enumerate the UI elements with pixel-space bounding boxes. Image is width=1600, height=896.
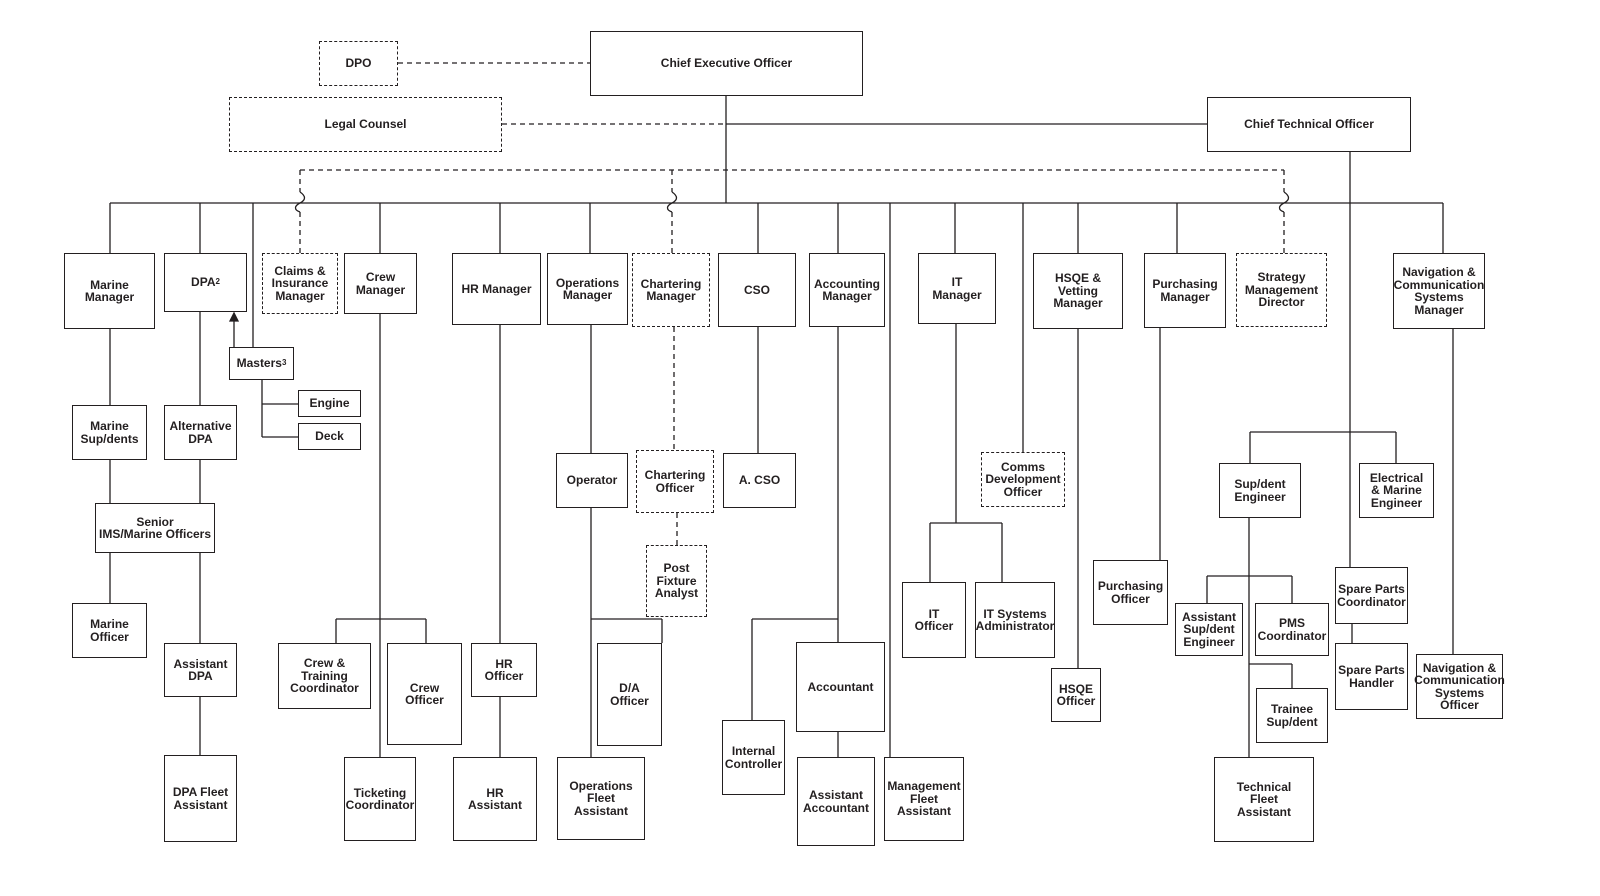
node-crew-officer: Crew Officer: [387, 643, 462, 745]
node-hsqe-officer: HSQE Officer: [1051, 668, 1101, 722]
node-hr-assistant: HR Assistant: [453, 757, 537, 841]
node-operations-manager: Operations Manager: [547, 253, 628, 325]
node-crew-manager: Crew Manager: [344, 253, 417, 314]
node-it-systems-administrator: IT Systems Administrator: [975, 582, 1055, 658]
node-spare-parts-coordinator: Spare Parts Coordinator: [1335, 567, 1408, 624]
masters-label: Masters: [236, 356, 282, 371]
node-trainee-supdent: Trainee Sup/dent: [1256, 688, 1328, 743]
node-dpo: DPO: [319, 41, 398, 86]
node-engine: Engine: [298, 390, 361, 417]
node-nav-comm-systems-manager: Navigation & Communication Systems Manag…: [1393, 253, 1485, 329]
node-assistant-dpa: Assistant DPA: [164, 643, 237, 697]
node-dpa-fleet-assistant: DPA Fleet Assistant: [164, 755, 237, 842]
node-post-fixture-analyst: Post Fixture Analyst: [646, 545, 707, 617]
node-operations-fleet-assistant: Operations Fleet Assistant: [557, 757, 645, 840]
node-cso: CSO: [718, 253, 796, 327]
node-it-officer: IT Officer: [902, 582, 966, 658]
node-ticketing-coordinator: Ticketing Coordinator: [344, 757, 416, 841]
node-ceo: Chief Executive Officer: [590, 31, 863, 96]
node-marine-officer: Marine Officer: [72, 603, 147, 658]
node-cto: Chief Technical Officer: [1207, 97, 1411, 152]
node-purchasing-officer: Purchasing Officer: [1093, 560, 1168, 625]
node-hr-officer: HR Officer: [471, 643, 537, 697]
node-comms-development-officer: Comms Development Officer: [981, 452, 1065, 507]
node-supdent-engineer: Sup/dent Engineer: [1219, 463, 1301, 518]
node-nav-comm-systems-officer: Navigation & Communication Systems Offic…: [1414, 654, 1505, 719]
node-accountant: Accountant: [796, 642, 885, 732]
node-deck: Deck: [298, 423, 361, 450]
masters-footnote: 3: [281, 358, 287, 368]
node-assistant-accountant: Assistant Accountant: [797, 757, 875, 846]
node-da-officer: D/A Officer: [597, 643, 662, 746]
node-accounting-manager: Accounting Manager: [809, 253, 885, 327]
node-senior-ims-marine-officers: Senior IMS/Marine Officers: [95, 503, 215, 553]
node-operator: Operator: [556, 453, 628, 508]
node-purchasing-manager: Purchasing Manager: [1144, 253, 1226, 328]
dpa-label: DPA: [191, 275, 216, 290]
node-strategy-management-director: Strategy Management Director: [1236, 253, 1327, 327]
node-crew-training-coordinator: Crew & Training Coordinator: [278, 643, 371, 709]
node-chartering-manager: Chartering Manager: [632, 253, 710, 327]
node-spare-parts-handler: Spare Parts Handler: [1335, 643, 1408, 710]
node-assistant-supdent-engineer: Assistant Sup/dent Engineer: [1175, 603, 1243, 656]
node-internal-controller: Internal Controller: [722, 720, 785, 795]
node-management-fleet-assistant: Management Fleet Assistant: [884, 757, 964, 841]
node-hr-manager: HR Manager: [452, 253, 541, 325]
node-technical-fleet-assistant: Technical Fleet Assistant: [1214, 757, 1314, 842]
dpa-footnote: 2: [215, 277, 220, 287]
node-it-manager: IT Manager: [918, 253, 996, 324]
node-marine-manager: Marine Manager: [64, 253, 155, 329]
node-claims-insurance-manager: Claims & Insurance Manager: [262, 253, 338, 314]
node-hsqe-vetting-manager: HSQE & Vetting Manager: [1033, 253, 1123, 329]
node-electrical-marine-engineer: Electrical & Marine Engineer: [1359, 463, 1434, 518]
node-a-cso: A. CSO: [723, 453, 796, 508]
node-chartering-officer: Chartering Officer: [636, 450, 714, 513]
node-pms-coordinator: PMS Coordinator: [1255, 603, 1329, 656]
node-alternative-dpa: Alternative DPA: [164, 405, 237, 460]
node-marine-supdents: Marine Sup/dents: [72, 405, 147, 460]
node-legal-counsel: Legal Counsel: [229, 97, 502, 152]
